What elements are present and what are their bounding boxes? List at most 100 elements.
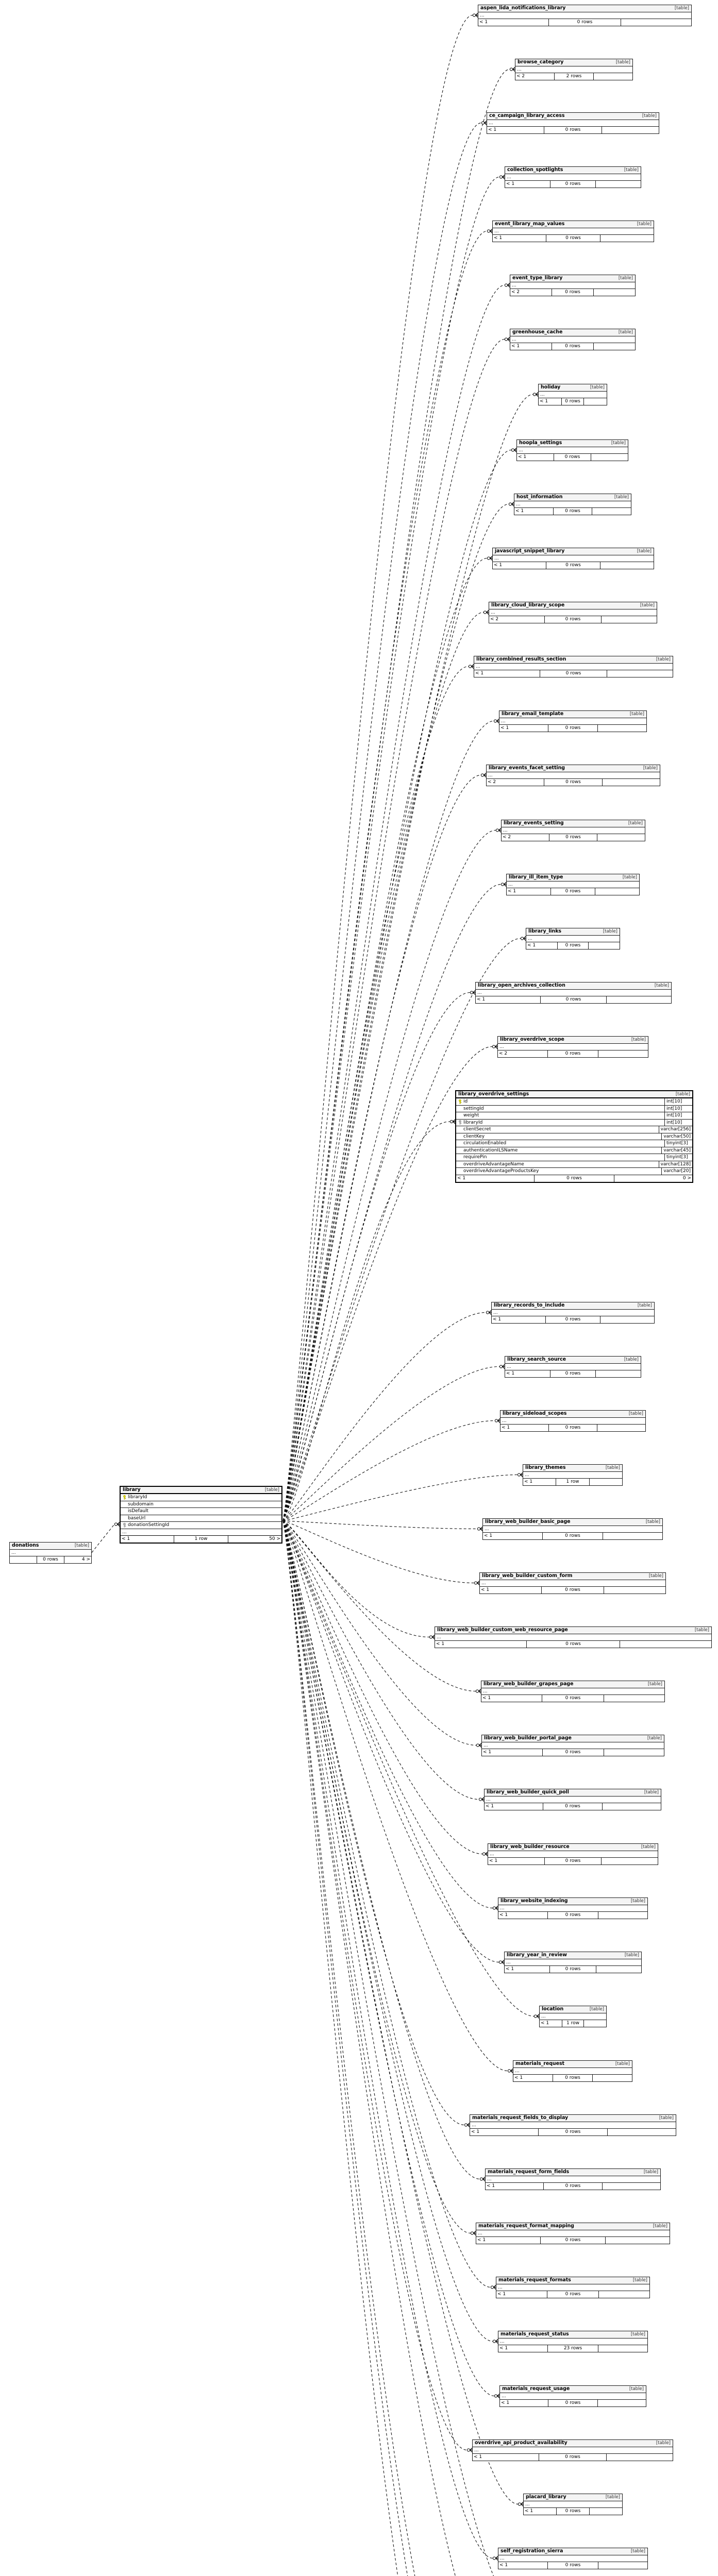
table-node-library[interactable]: library [table] libraryId subdomain isDe… xyxy=(120,1486,282,1544)
cardinality-marker xyxy=(490,2284,496,2290)
column-row[interactable]: subdomain xyxy=(121,1501,281,1508)
column-label: libraryId xyxy=(128,1495,147,1500)
table-title: browse_category xyxy=(517,59,564,65)
column-label: libraryId xyxy=(463,1120,483,1125)
cardinality-marker xyxy=(494,2393,500,2399)
footer-parents-count: < 1 xyxy=(515,509,524,514)
table-node-library-web-builder-grapes-page[interactable]: library_web_builder_grapes_page[table]..… xyxy=(481,1681,665,1702)
table-header: library_ill_item_type[table] xyxy=(507,874,639,882)
table-header: materials_request_usage[table] xyxy=(500,2386,646,2393)
table-title: aspen_lida_notifications_library xyxy=(480,5,566,11)
more-columns-indicator: ... xyxy=(487,772,660,779)
table-node-library-web-builder-resource[interactable]: library_web_builder_resource[table]...< … xyxy=(488,1843,658,1865)
more-columns-indicator: ... xyxy=(507,882,639,888)
footer-parents-count: < 1 xyxy=(524,1479,533,1484)
table-node-library-web-builder-quick-poll[interactable]: library_web_builder_quick_poll[table]...… xyxy=(484,1789,661,1810)
table-node-library-open-archives-collection[interactable]: library_open_archives_collection[table].… xyxy=(475,982,672,1004)
footer-row-count: 0 rows xyxy=(538,2129,608,2136)
table-header: library_events_setting[table] xyxy=(502,820,645,827)
table-type-tag: [table] xyxy=(648,1573,663,1579)
table-title: library_web_builder_quick_poll xyxy=(487,1789,569,1795)
table-node-library-web-builder-basic-page[interactable]: library_web_builder_basic_page[table]...… xyxy=(482,1518,663,1540)
column-row[interactable]: libraryId xyxy=(121,1494,281,1501)
table-node-materials-request-format-mapping[interactable]: materials_request_format_mapping[table].… xyxy=(476,2223,670,2244)
column-row[interactable]: baseUrl xyxy=(121,1515,281,1522)
cardinality-marker xyxy=(499,1364,505,1369)
table-node-donations[interactable]: donations [table] ... 0 rows 4 > xyxy=(9,1542,92,1564)
relationship-edge xyxy=(282,1520,519,2505)
cardinality-marker xyxy=(533,2013,540,2019)
table-node-aspen-lida-notifications-library[interactable]: aspen_lida_notifications_library[table].… xyxy=(478,5,692,26)
relationship-edge xyxy=(282,176,500,1521)
column-name-cell: circulationEnabled xyxy=(456,1140,664,1146)
table-node-library-web-builder-portal-page[interactable]: library_web_builder_portal_page[table]..… xyxy=(481,1735,664,1756)
column-row[interactable]: isDefault xyxy=(121,1508,281,1515)
table-node-library-cloud-library-scope[interactable]: library_cloud_library_scope[table]...< 2… xyxy=(489,602,657,623)
more-columns-indicator: ... xyxy=(121,1529,281,1536)
table-node-materials-request-fields-to-display[interactable]: materials_request_fields_to_display[tabl… xyxy=(470,2114,676,2136)
table-node-library-events-facet-setting[interactable]: library_events_facet_setting[table]...< … xyxy=(486,765,660,786)
table-type-tag: [table] xyxy=(624,1357,639,1362)
column-name-cell: isDefault xyxy=(121,1508,281,1514)
table-node-library-web-builder-custom-form[interactable]: library_web_builder_custom_form[table]..… xyxy=(479,1572,666,1594)
footer-children-count: 4 > xyxy=(81,1557,90,1562)
table-header: hoopla_settings[table] xyxy=(517,440,628,447)
footer-row-count: 0 rows xyxy=(547,1912,598,1919)
table-node-library-combined-results-section[interactable]: library_combined_results_section[table].… xyxy=(474,656,673,677)
footer-children-count xyxy=(604,1749,664,1756)
column-row[interactable]: donationSettingId xyxy=(121,1522,281,1529)
footer-parents-count: < 1 xyxy=(540,399,548,404)
more-columns-indicator: ... xyxy=(498,1905,647,1912)
footer-parents-count: < 2 xyxy=(511,290,520,295)
table-node-materials-request-form-fields[interactable]: materials_request_form_fields[table]...<… xyxy=(485,2168,661,2190)
footer-row-count: 0 rows xyxy=(534,1175,614,1182)
cardinality-marker xyxy=(498,1959,505,1965)
footer-children-count xyxy=(584,2020,606,2027)
footer-parents-count: < 1 xyxy=(499,2346,508,2351)
more-columns-indicator: ... xyxy=(515,66,632,73)
table-node-library-web-builder-custom-web-resource-page[interactable]: library_web_builder_custom_web_resource_… xyxy=(435,1626,712,1648)
table-node-overdrive-api-product-availability[interactable]: overdrive_api_product_availability[table… xyxy=(472,2439,673,2461)
